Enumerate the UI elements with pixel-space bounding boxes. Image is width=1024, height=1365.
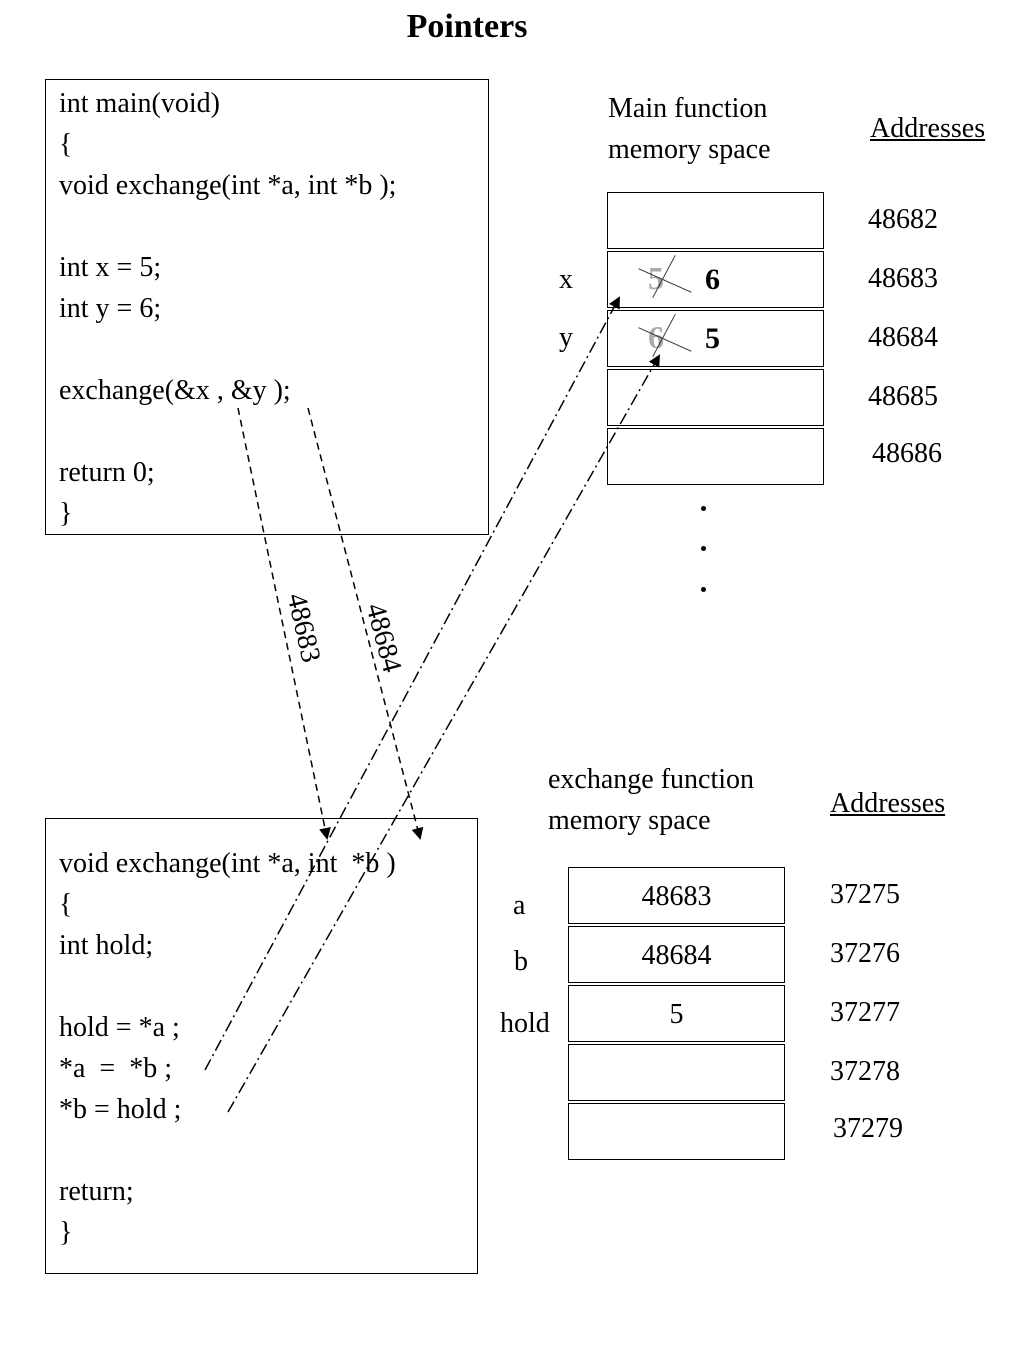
var-label-hold: hold: [500, 1008, 550, 1039]
x-new-value: 6: [705, 263, 720, 296]
y-new-value: 5: [705, 322, 720, 355]
main-memory-cell: [607, 428, 824, 485]
main-code-line: exchange(&x , &y );: [59, 375, 291, 406]
ellipsis-dot: [701, 546, 706, 551]
main-code-box: int main(void) { void exchange(int *a, i…: [45, 79, 489, 535]
main-code-line: int y = 6;: [59, 293, 162, 324]
address-value: 37277: [830, 997, 900, 1028]
exchange-memory-cell-hold: 5: [568, 985, 785, 1042]
address-value: 37275: [830, 879, 900, 910]
exchange-memory-cell: [568, 1103, 785, 1160]
exchange-memory-cell-a: 48683: [568, 867, 785, 924]
main-code-line: int main(void): [59, 88, 220, 119]
exchange-code-line: *a = *b ;: [59, 1053, 172, 1084]
main-memory-cell-x: [607, 251, 824, 308]
exchange-code-line: void exchange(int *a, int *b ): [59, 848, 396, 879]
var-label-a: a: [513, 890, 526, 921]
page-title: Pointers: [406, 8, 528, 45]
ellipsis-dot: [701, 587, 706, 592]
exchange-code-line: *b = hold ;: [59, 1094, 182, 1125]
exchange-code-line: }: [59, 1217, 73, 1248]
exchange-code-box: void exchange(int *a, int *b ) { int hol…: [45, 818, 478, 1274]
address-value: 48684: [868, 322, 938, 353]
arrow-label-x-address: 48683: [280, 590, 327, 666]
exchange-memory-cell: [568, 1044, 785, 1101]
var-label-x: x: [559, 264, 573, 295]
main-memory-heading-line1: Main function: [608, 93, 768, 124]
main-memory-heading-line2: memory space: [608, 134, 771, 165]
exchange-memory-cell-b: 48684: [568, 926, 785, 983]
main-code-line: return 0;: [59, 457, 155, 488]
address-value: 48683: [868, 263, 938, 294]
address-value: 37279: [833, 1113, 903, 1144]
exchange-code-line: hold = *a ;: [59, 1012, 180, 1043]
address-value: 48682: [868, 204, 938, 235]
exchange-memory-heading-line1: exchange function: [548, 764, 755, 795]
exchange-memory-heading-line2: memory space: [548, 805, 711, 836]
arrow-label-y-address: 48684: [359, 600, 408, 676]
main-memory-cell: [607, 192, 824, 249]
y-old-value: 6: [648, 319, 664, 355]
exchange-code-line: return;: [59, 1176, 134, 1207]
main-code-line: int x = 5;: [59, 252, 162, 283]
main-memory-cell: [607, 369, 824, 426]
address-value: 37278: [830, 1056, 900, 1087]
main-addresses-heading: Addresses: [870, 113, 986, 144]
var-label-y: y: [559, 322, 573, 353]
exchange-memory-heading: exchange function memory space: [548, 759, 754, 841]
address-value: 37276: [830, 938, 900, 969]
address-value: 48685: [868, 381, 938, 412]
exchange-code-line: int hold;: [59, 930, 154, 961]
var-label-b: b: [514, 946, 528, 977]
main-code-line: void exchange(int *a, int *b );: [59, 170, 397, 201]
ellipsis-dot: [701, 506, 706, 511]
exchange-addresses-heading: Addresses: [830, 788, 946, 819]
exchange-code-line: {: [59, 889, 73, 920]
x-old-value: 5: [648, 260, 664, 296]
main-memory-heading: Main function memory space: [608, 88, 771, 170]
main-code-line: }: [59, 498, 73, 529]
address-value: 48686: [872, 438, 942, 469]
main-code-line: {: [59, 129, 73, 160]
